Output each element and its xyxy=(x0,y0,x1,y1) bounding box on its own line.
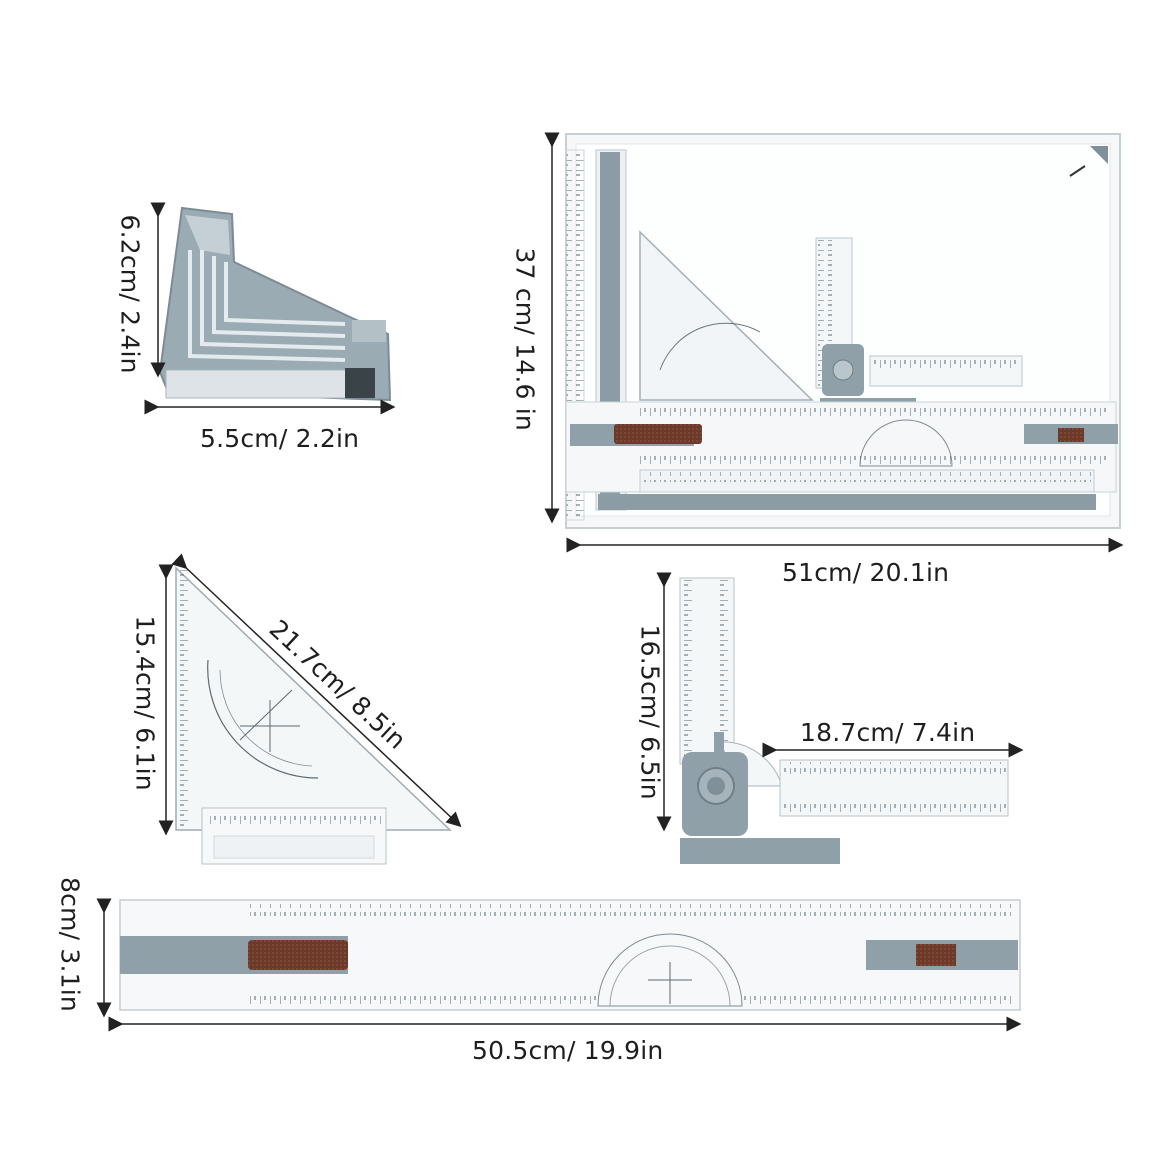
corner-clamp xyxy=(158,206,392,402)
arm-width-label: 18.7cm/ 7.4in xyxy=(800,718,976,747)
corner-height-label: 6.2cm/ 2.4in xyxy=(115,214,145,374)
rule-width-label: 50.5cm/ 19.9in xyxy=(472,1036,664,1065)
board-height-label: 37 cm/ 14.6 in xyxy=(510,247,540,431)
rule-height-label: 8cm/ 3.1in xyxy=(55,877,85,1012)
drawing-board xyxy=(565,133,1121,529)
set-square xyxy=(175,566,452,865)
protractor-arm xyxy=(679,577,1009,864)
triangle-hypotenuse-line xyxy=(171,553,462,828)
parallel-rule xyxy=(119,899,1021,1011)
triangle-height-label: 15.4cm/ 6.1in xyxy=(130,615,160,791)
arm-height-label: 16.5cm/ 6.5in xyxy=(635,624,665,800)
board-width-label: 51cm/ 20.1in xyxy=(782,558,950,587)
corner-width-label: 5.5cm/ 2.2in xyxy=(200,424,360,453)
